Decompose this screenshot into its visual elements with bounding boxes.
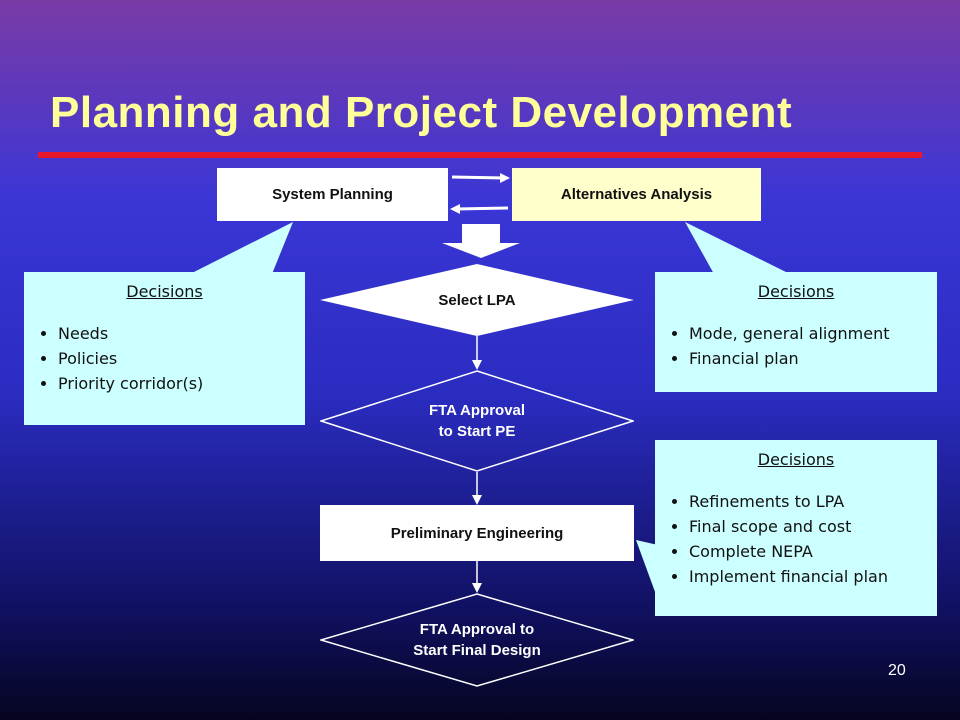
select-lpa-shape	[320, 264, 634, 336]
fta-approval-pe-line-1: FTA Approval	[428, 402, 526, 419]
callout-item: Priority corridor(s)	[58, 373, 305, 395]
arrow-to-system-planning-head	[450, 204, 460, 214]
title-underline	[38, 152, 922, 158]
fta-approval-fd-shape	[320, 593, 634, 687]
fta-approval-pe-line-2: to Start PE	[438, 423, 516, 440]
arrow-to-alternatives	[451, 175, 505, 180]
page-number: 20	[888, 662, 906, 679]
block-down-arrow	[442, 224, 520, 258]
callout-item: Final scope and cost	[689, 516, 937, 538]
callout-item: Mode, general alignment	[689, 323, 937, 345]
decisions-callout-right-top: Decisions Mode, general alignment Financ…	[655, 272, 937, 392]
fta-approval-pe-diamond: FTA Approval to Start PE	[320, 370, 634, 472]
connector-fta-pe-to-pe-head	[472, 495, 482, 505]
callout-left-tail	[190, 222, 293, 274]
callout-heading: Decisions	[126, 282, 203, 301]
callout-item: Financial plan	[689, 348, 937, 370]
callout-item: Implement financial plan	[689, 566, 937, 588]
arrow-to-alternatives-head	[500, 173, 510, 183]
decisions-callout-left: Decisions Needs Policies Priority corrid…	[24, 272, 305, 425]
fta-approval-pe-shape	[320, 370, 634, 472]
connector-pe-to-fta-fd-head	[472, 583, 482, 593]
callout-item: Complete NEPA	[689, 541, 937, 563]
callout-right-bottom-tail	[636, 540, 658, 600]
decisions-callout-right-bottom: Decisions Refinements to LPA Final scope…	[655, 440, 937, 616]
callout-heading: Decisions	[757, 450, 835, 469]
connector-select-to-fta-pe-head	[472, 360, 482, 370]
select-lpa-diamond: Select LPA	[320, 264, 634, 336]
system-planning-box: System Planning	[217, 168, 448, 221]
fta-approval-fd-diamond: FTA Approval to Start Final Design	[320, 593, 634, 687]
alternatives-analysis-box: Alternatives Analysis	[512, 168, 761, 221]
callout-item: Refinements to LPA	[689, 491, 937, 513]
preliminary-engineering-box: Preliminary Engineering	[320, 505, 634, 561]
callout-right-top-tail	[685, 222, 790, 274]
callout-heading: Decisions	[757, 282, 835, 301]
fta-approval-fd-line-1: FTA Approval to	[419, 621, 535, 638]
select-lpa-label: Select LPA	[438, 291, 516, 309]
fta-approval-fd-line-2: Start Final Design	[413, 642, 541, 659]
callout-item: Policies	[58, 348, 305, 370]
arrow-to-system-planning	[455, 206, 509, 211]
callout-item: Needs	[58, 323, 305, 345]
slide-title: Planning and Project Development	[50, 88, 793, 137]
